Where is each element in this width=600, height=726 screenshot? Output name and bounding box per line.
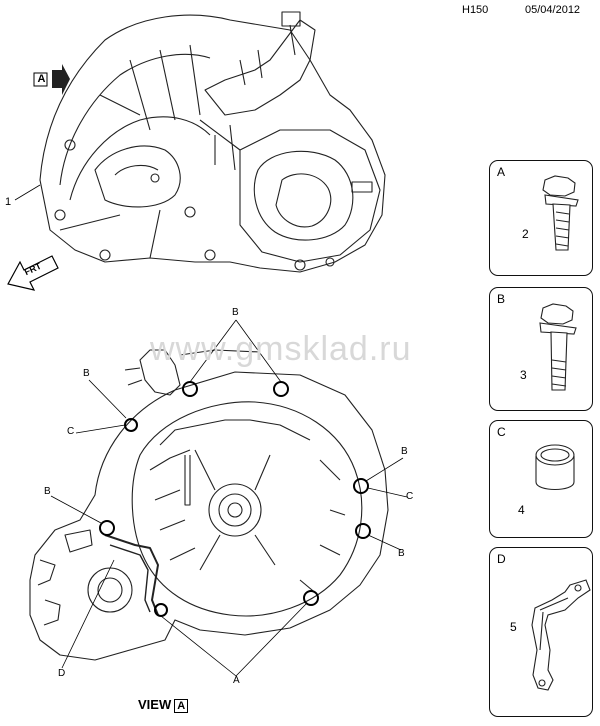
label-c-left-upper: C: [67, 426, 75, 437]
bolt-positions: [99, 381, 371, 617]
bracket-icon: [531, 579, 591, 691]
label-b-right-upper: B: [401, 446, 408, 457]
panel-b: B 3: [489, 287, 593, 411]
label-b-right-lower: B: [398, 548, 405, 559]
label-d-bottom: D: [58, 668, 66, 679]
label-b-top: B: [232, 307, 239, 318]
panel-a-part-number: 2: [522, 227, 529, 241]
label-b-left-lower: B: [44, 486, 51, 497]
drawing-code: H150: [462, 4, 489, 16]
panel-a-letter: A: [497, 165, 506, 179]
flange-bolt-short-icon: [542, 175, 579, 251]
panel-d-part-number: 5: [510, 620, 517, 634]
front-arrow: [7, 255, 59, 291]
transmission-view-a-drawing: [29, 349, 389, 661]
panel-c-letter: C: [497, 425, 506, 439]
drawing-date: 05/04/2012: [525, 4, 581, 16]
label-c-right: C: [406, 491, 414, 502]
label-a-bottom: A: [233, 675, 240, 686]
view-title-text: VIEW: [138, 697, 172, 712]
view-marker-label: A: [37, 73, 46, 85]
watermark: www.gmsklad.ru: [150, 330, 412, 368]
panel-c: C 4: [489, 420, 593, 538]
part-callout-1: 1: [5, 196, 12, 208]
panel-b-part-number: 3: [520, 368, 527, 382]
label-b-left-upper: B: [83, 368, 90, 379]
transmission-top-drawing: [39, 11, 386, 273]
sleeve-icon: [535, 444, 575, 491]
flange-bolt-long-icon: [539, 303, 577, 391]
panel-d-letter: D: [497, 552, 506, 566]
view-a-arrow: [33, 64, 70, 95]
panel-a: A 2: [489, 160, 593, 276]
leader-lines: [14, 184, 408, 677]
panel-b-letter: B: [497, 292, 506, 306]
panel-c-part-number: 4: [518, 503, 525, 517]
view-title-box: A: [174, 699, 189, 713]
panel-d: D 5: [489, 547, 593, 717]
